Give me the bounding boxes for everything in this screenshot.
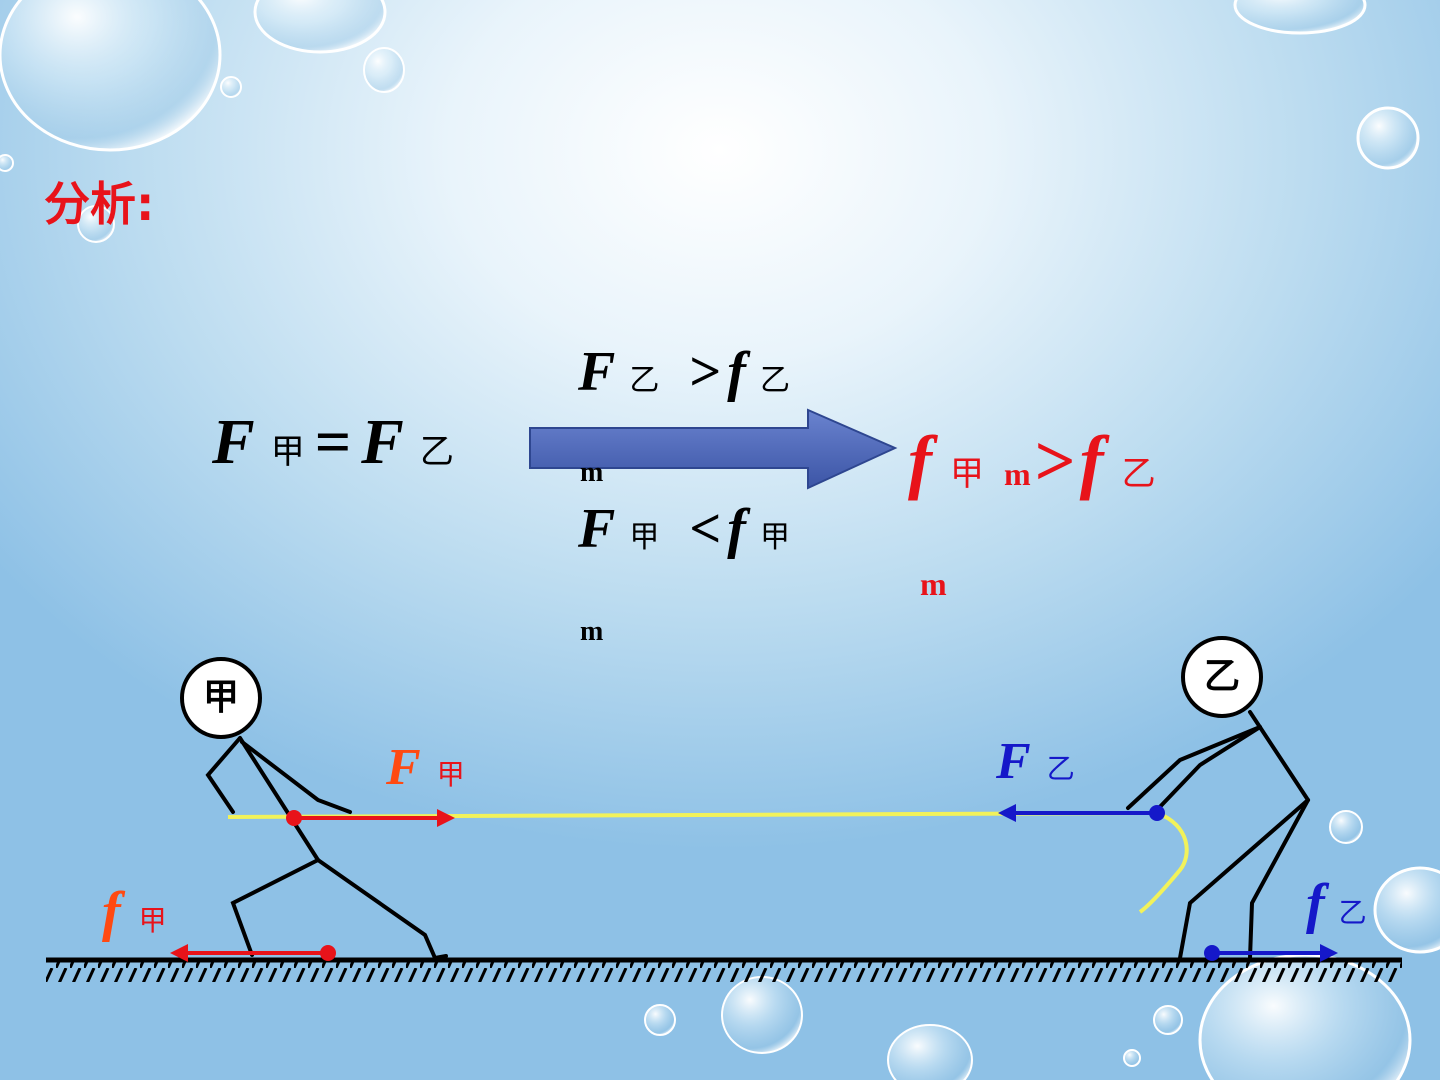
condition-2-F: F bbox=[578, 498, 616, 560]
force-arrow-F-left bbox=[286, 809, 455, 827]
rope-end bbox=[1138, 811, 1189, 914]
condition-2-subf: 甲 bbox=[759, 520, 790, 555]
label-f-right-f: f bbox=[1306, 873, 1325, 935]
condition-2-m: m bbox=[580, 616, 604, 647]
stick-figure-left bbox=[205, 736, 448, 960]
equation-main-F1: F bbox=[212, 406, 255, 477]
equation-main-sub2: 乙 bbox=[419, 432, 454, 472]
label-f-right-sub: 乙 bbox=[1338, 896, 1367, 929]
result-f2: f bbox=[1079, 421, 1104, 501]
stick-figure-right bbox=[1126, 710, 1310, 960]
person-head-left: 甲 bbox=[180, 657, 262, 739]
result-sub1: 甲 bbox=[949, 454, 984, 494]
result-m1: m bbox=[1003, 456, 1031, 492]
label-F-right-F: F bbox=[996, 733, 1031, 790]
result-sub2: 乙 bbox=[1121, 454, 1156, 494]
condition-1-F: F bbox=[578, 341, 616, 403]
condition-2-subF: 甲 bbox=[629, 520, 660, 555]
label-F-right-sub: 乙 bbox=[1046, 752, 1075, 785]
equation-main-sub1: 甲 bbox=[270, 432, 305, 472]
force-arrow-f-left bbox=[170, 944, 336, 962]
condition-2-f: f bbox=[727, 498, 746, 560]
equation-main-op: = bbox=[314, 406, 352, 477]
condition-1-subf: 乙 bbox=[759, 363, 790, 398]
page-title: 分析: bbox=[44, 177, 155, 231]
condition-2-op: < bbox=[689, 498, 722, 560]
label-F-left-sub: 甲 bbox=[436, 758, 465, 791]
force-arrow-f-right bbox=[1204, 944, 1338, 962]
label-f-left-f: f bbox=[102, 881, 121, 943]
condition-1-m: m bbox=[580, 457, 604, 488]
label-f-left-sub: 甲 bbox=[138, 904, 167, 937]
condition-1-subF: 乙 bbox=[629, 363, 660, 398]
equation-main-F2: F bbox=[361, 406, 404, 477]
result-m2: m bbox=[920, 566, 947, 602]
ground bbox=[46, 957, 1402, 982]
condition-1-op: > bbox=[689, 341, 722, 403]
result-op: > bbox=[1034, 421, 1076, 501]
person-head-right: 乙 bbox=[1181, 636, 1263, 718]
force-arrow-F-right bbox=[998, 804, 1165, 822]
implies-arrow bbox=[529, 408, 898, 490]
condition-1-f: f bbox=[727, 341, 746, 403]
label-F-left-F: F bbox=[386, 739, 421, 796]
result-f1: f bbox=[908, 421, 932, 501]
